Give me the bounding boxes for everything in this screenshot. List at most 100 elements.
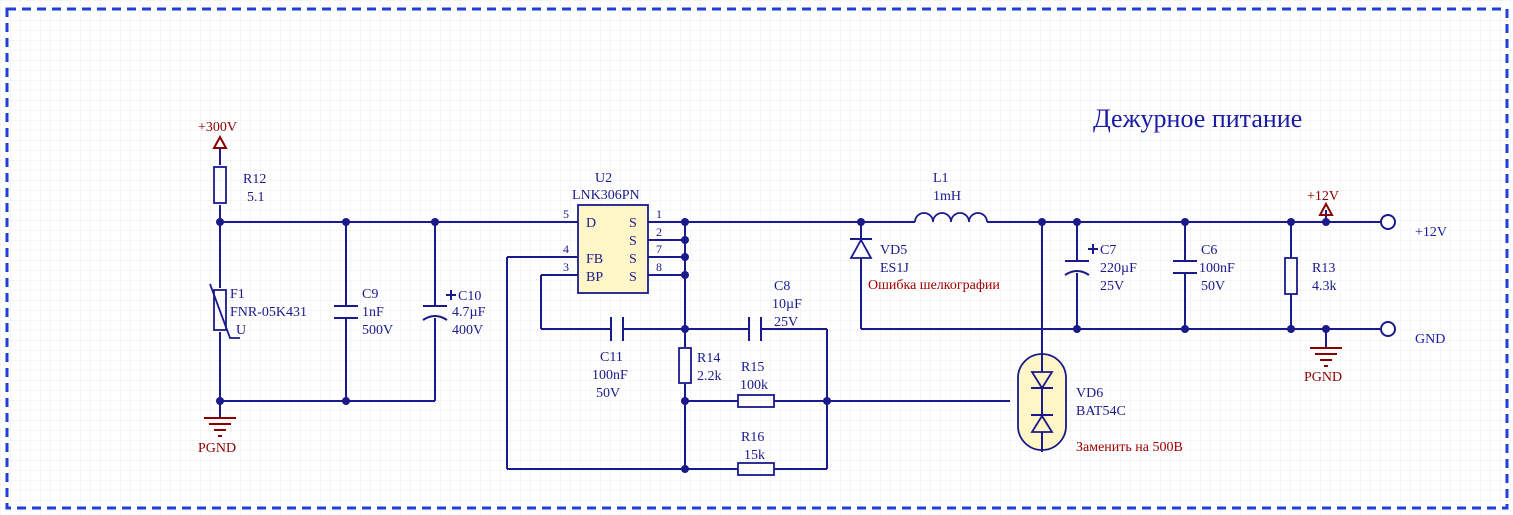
wires xyxy=(219,148,1380,470)
ic-body xyxy=(577,204,649,294)
junction xyxy=(1181,218,1189,226)
junction xyxy=(216,397,224,405)
sheet-border xyxy=(5,7,1509,510)
power-port-icon xyxy=(212,134,228,149)
junction xyxy=(681,271,689,279)
power-300v-label: +300V xyxy=(198,120,237,135)
capacitor-c7: C7 220µF 25V xyxy=(1064,243,1137,294)
port-12v: +12V xyxy=(1380,214,1447,240)
junction xyxy=(681,325,689,333)
junction xyxy=(681,465,689,473)
resistor-icon xyxy=(737,394,775,408)
c7-value: 220µF xyxy=(1100,261,1137,276)
u2-pin-num-1: 1 xyxy=(656,207,662,221)
port-terminal-icon xyxy=(1380,214,1396,230)
u2-pin-s4: S xyxy=(629,270,637,285)
u2-pin-d: D xyxy=(586,216,596,231)
capacitor-c10: C10 4.7µF 400V xyxy=(422,289,486,338)
resistor-r14: R14 2.2k xyxy=(678,347,722,384)
junction xyxy=(1073,325,1081,333)
vd5-ref: VD5 xyxy=(880,243,907,258)
inductor-l1: L1 1mH xyxy=(914,171,988,223)
vd5-value: ES1J xyxy=(880,261,909,276)
c9-ref: C9 xyxy=(362,287,378,302)
pgnd-left: PGND xyxy=(198,417,236,456)
pgnd-right: PGND xyxy=(1304,347,1342,385)
u2-pin-num-8: 8 xyxy=(656,260,662,274)
junction xyxy=(1181,325,1189,333)
vd6-ref: VD6 xyxy=(1076,386,1103,401)
r12-ref: R12 xyxy=(243,172,266,187)
c11-voltage: 50V xyxy=(596,386,620,401)
r13-value: 4.3k xyxy=(1312,279,1337,294)
u2-pin-num-7: 7 xyxy=(656,242,662,256)
varistor-f1: F1 FNR-05K431 U xyxy=(209,283,307,339)
power-12v: +12V xyxy=(1307,189,1339,216)
port-terminal-icon xyxy=(1380,321,1396,337)
port-gnd: GND xyxy=(1380,321,1445,347)
resistor-icon xyxy=(213,166,227,204)
u2-pin-bp: BP xyxy=(586,270,603,285)
vd6-note: Заменить на 500В xyxy=(1076,440,1183,455)
c10-ref: C10 xyxy=(458,289,481,304)
c7-voltage: 25V xyxy=(1100,279,1124,294)
diode-vd5: VD5 ES1J Ошибка шелкографии xyxy=(849,238,1000,293)
f1-ref: F1 xyxy=(230,287,245,302)
u2-pin-num-5: 5 xyxy=(563,207,569,221)
junction xyxy=(681,253,689,261)
junction xyxy=(1073,218,1081,226)
u2-pin-num-2: 2 xyxy=(656,225,662,239)
c11-value: 100nF xyxy=(592,368,628,383)
vd6-value: BAT54C xyxy=(1076,404,1126,419)
u2-ref: U2 xyxy=(595,171,612,186)
c6-voltage: 50V xyxy=(1201,279,1225,294)
c6-ref: C6 xyxy=(1201,243,1217,258)
power-300v: +300V xyxy=(198,120,237,149)
c8-value: 10µF xyxy=(772,297,802,312)
resistor-r16: R16 15k xyxy=(737,430,775,476)
l1-value: 1mH xyxy=(933,189,961,204)
resistor-icon xyxy=(1284,257,1298,295)
junction xyxy=(857,218,865,226)
c11-ref: C11 xyxy=(600,350,623,365)
c6-value: 100nF xyxy=(1199,261,1235,276)
ic-u2: U2 LNK306PN D FB BP S S S S 5 4 3 1 2 7 … xyxy=(563,171,662,294)
pgnd-right-label: PGND xyxy=(1304,370,1342,385)
l1-ref: L1 xyxy=(933,171,949,186)
c9-value: 1nF xyxy=(362,305,384,320)
junction xyxy=(681,236,689,244)
resistor-icon xyxy=(678,347,692,384)
r14-ref: R14 xyxy=(697,351,720,366)
junctions xyxy=(216,218,1330,473)
junction xyxy=(1287,325,1295,333)
r16-ref: R16 xyxy=(741,430,764,445)
f1-value: FNR-05K431 xyxy=(230,305,307,320)
capacitor-c9: C9 1nF 500V xyxy=(334,287,393,338)
junction xyxy=(823,397,831,405)
r16-value: 15k xyxy=(744,448,765,463)
junction xyxy=(342,218,350,226)
junction xyxy=(681,397,689,405)
port-12v-label: +12V xyxy=(1415,225,1447,240)
diode-icon xyxy=(1030,371,1054,390)
junction xyxy=(1322,218,1330,226)
diode-vd6: VD6 BAT54C Заменить на 500В xyxy=(1017,353,1183,455)
power-port-icon xyxy=(1318,201,1334,216)
r13-ref: R13 xyxy=(1312,261,1335,276)
r12-value: 5.1 xyxy=(247,190,265,205)
u2-pin-num-3: 3 xyxy=(563,260,569,274)
u2-value: LNK306PN xyxy=(572,188,640,203)
c8-ref: C8 xyxy=(774,279,790,294)
resistor-r12: R12 5.1 xyxy=(213,166,266,205)
varistor-icon xyxy=(213,289,227,331)
capacitor-c8: C8 10µF 25V xyxy=(748,279,802,341)
capacitor-c11: C11 100nF 50V xyxy=(592,317,628,401)
junction xyxy=(431,218,439,226)
junction xyxy=(216,218,224,226)
u2-pin-fb: FB xyxy=(586,252,603,267)
u2-pin-s1: S xyxy=(629,216,637,231)
inductor-icon xyxy=(914,212,988,223)
u2-pin-s2: S xyxy=(629,234,637,249)
vd5-note: Ошибка шелкографии xyxy=(868,278,1000,293)
